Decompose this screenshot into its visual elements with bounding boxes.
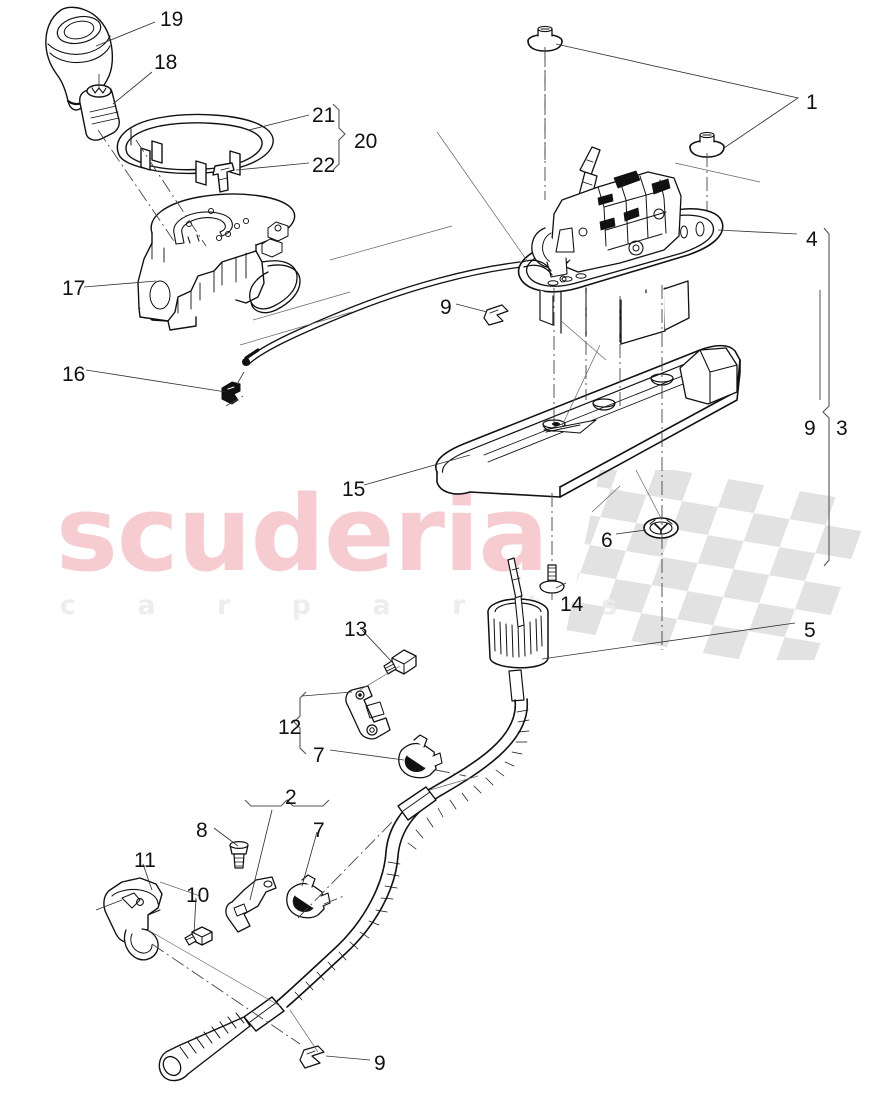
callout-18: 18 [154,51,178,74]
callout-2: 2 [285,786,297,809]
part-cable-socket-clip-upper [398,734,443,779]
part-retaining-spring-clip [212,162,235,193]
callout-14: 14 [560,593,584,616]
callout-7-upper: 7 [313,744,325,767]
callout-9-upper: 9 [440,296,452,319]
part-mounting-screw [539,564,565,594]
part-selector-cable [158,557,549,1082]
leader-lines [83,21,830,1061]
callout-19: 19 [160,8,184,31]
callout-20: 20 [354,130,378,153]
part-hex-bolt-small [184,926,213,946]
callout-12: 12 [278,716,302,739]
part-shift-gate-housing [137,193,301,331]
part-grommet-washer [643,517,679,539]
callout-6: 6 [601,529,613,552]
part-trim-frame [116,113,274,186]
callout-17: 17 [62,277,86,300]
part-hex-bolt [383,649,417,675]
callout-1: 1 [806,91,818,114]
callout-13: 13 [344,618,368,641]
part-bracket-small [225,876,277,933]
part-cable-support-bracket [103,877,163,961]
callout-22: 22 [312,154,336,177]
callout-8: 8 [196,819,208,842]
callout-9-right: 9 [804,417,816,440]
callout-3: 3 [836,417,848,440]
callout-9-lower: 9 [374,1052,386,1075]
shift-cable-upper [242,261,523,366]
part-retaining-clip-lower [299,1045,325,1069]
callout-4: 4 [806,228,818,251]
callout-7-lower: 7 [313,819,325,842]
callout-16: 16 [62,363,86,386]
center-axis-lines [97,47,708,1045]
part-lever-bracket [345,685,391,740]
callout-11: 11 [134,849,156,872]
part-floor-base-plate [435,344,741,498]
part-selector-lever-mechanism [517,146,724,345]
part-stud-bolt [229,840,249,869]
callout-15: 15 [342,478,366,501]
part-retaining-clip-upper [483,304,509,326]
callout-5: 5 [804,619,816,642]
callout-10: 10 [186,884,210,907]
part-cable-socket-clip-lower [286,874,331,919]
part-cable-end-clip [221,381,241,405]
callout-21: 21 [312,104,336,127]
projection-lines [147,131,761,1053]
